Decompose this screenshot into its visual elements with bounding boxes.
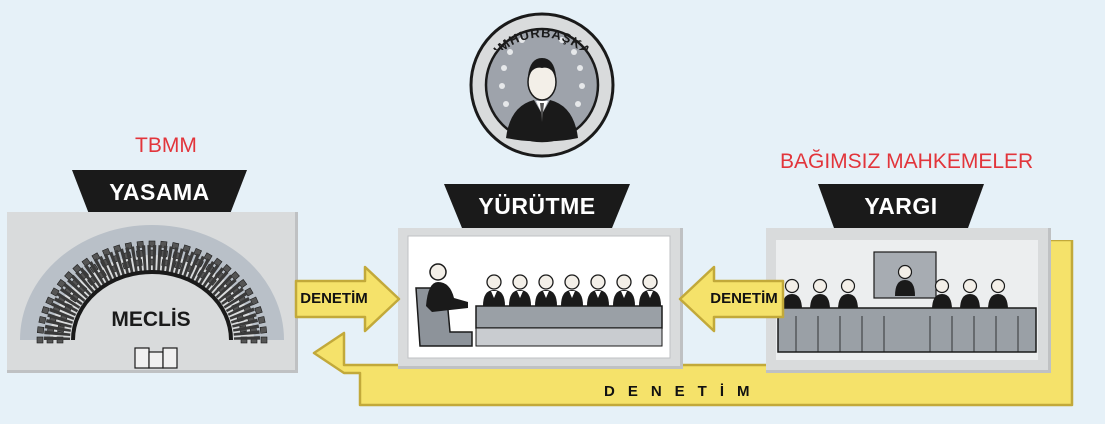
banner-yasama-label: YASAMA xyxy=(109,179,210,205)
right-caption-courts: BAĞIMSIZ MAHKEMELER xyxy=(780,150,1034,173)
banner-yasama: YASAMA xyxy=(72,170,247,214)
arrow-right-to-middle-label: DENETİM xyxy=(710,290,778,307)
president-portrait-medallion xyxy=(469,12,615,158)
svg-text:CUMHURBAŞKANI: CUMHURBAŞKANI xyxy=(479,25,604,50)
court-bench-icon xyxy=(776,240,1038,360)
yurutme-box xyxy=(398,228,683,369)
bottom-loop-denetim-label: DENETİM xyxy=(604,383,763,400)
banner-yurutme: YÜRÜTME xyxy=(444,184,630,228)
cabinet-table-icon xyxy=(407,235,671,359)
banner-yurutme-label: YÜRÜTME xyxy=(478,193,596,219)
banner-yargi: YARGI xyxy=(818,184,984,228)
arrow-middle-to-left xyxy=(294,265,401,333)
left-caption-tbmm: TBMM xyxy=(135,134,197,157)
meclis-label: MECLİS xyxy=(111,308,191,331)
banner-yargi-label: YARGI xyxy=(864,193,938,219)
parliament-hemicycle-icon xyxy=(20,225,284,369)
president-title: CUMHURBAŞKANI xyxy=(462,10,622,70)
yargi-box xyxy=(766,228,1051,373)
arrow-middle-to-left-label: DENETİM xyxy=(300,290,368,307)
yasama-box: MECLİS xyxy=(7,212,298,373)
arrow-right-to-middle xyxy=(678,265,785,333)
